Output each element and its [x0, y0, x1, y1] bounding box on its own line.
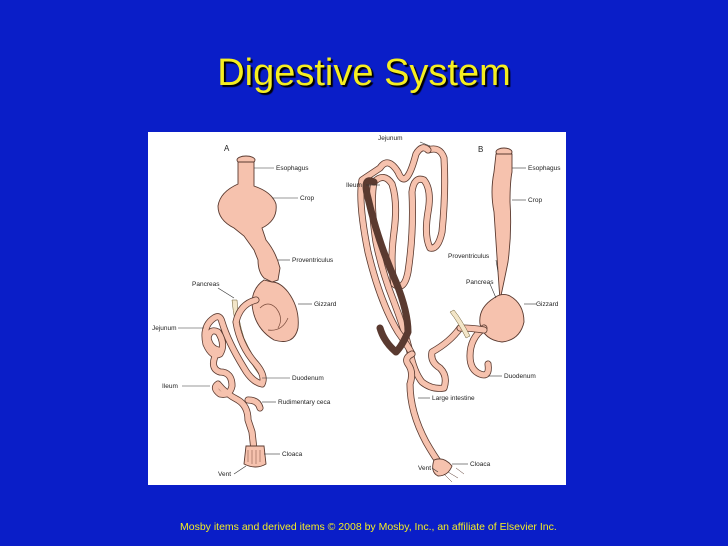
label-rudimentary-ceca-a: Rudimentary ceca [278, 399, 331, 406]
panel-b-letter: B [478, 145, 483, 154]
label-pancreas-a: Pancreas [192, 281, 220, 288]
label-gizzard-b: Gizzard [536, 301, 559, 308]
label-esophagus-b: Esophagus [528, 165, 561, 172]
pancreas-b [449, 309, 471, 339]
gizzard-b [479, 293, 525, 343]
label-cloaca-b: Cloaca [470, 461, 491, 468]
label-proventriculus-a: Proventriculus [292, 257, 334, 264]
label-pancreas-b: Pancreas [466, 279, 494, 286]
label-cloaca-a: Cloaca [282, 451, 303, 458]
cloaca-b [432, 458, 453, 477]
label-ileum-a: Ileum [162, 383, 178, 390]
gizzard-a [251, 279, 299, 342]
label-gizzard-a: Gizzard [314, 301, 337, 308]
digestive-diagram: .organ { fill: #f6c2ae; stroke: #5a3a30;… [148, 132, 566, 485]
panel-b: B [346, 135, 561, 483]
label-duodenum-a: Duodenum [292, 375, 324, 382]
label-vent-b: Vent [418, 465, 431, 472]
label-ileum-b: Ileum [346, 182, 362, 189]
slide-title: Digestive System [217, 52, 511, 94]
copyright-footer: Mosby items and derived items © 2008 by … [180, 521, 557, 533]
label-esophagus-a: Esophagus [276, 165, 309, 172]
label-crop-a: Crop [300, 195, 314, 202]
label-proventriculus-b: Proventriculus [448, 253, 490, 260]
label-duodenum-b: Duodenum [504, 373, 536, 380]
crop-b [491, 153, 513, 301]
label-jejunum-b: Jejunum [378, 135, 403, 142]
crop-a [217, 161, 281, 283]
label-jejunum-a: Jejunum [152, 325, 177, 332]
label-large-intestine-b: Large intestine [432, 395, 475, 402]
panel-a: A [152, 144, 337, 478]
cloaca-a [243, 445, 267, 468]
panel-a-letter: A [224, 144, 230, 153]
label-crop-b: Crop [528, 197, 542, 204]
label-vent-a: Vent [218, 471, 231, 478]
